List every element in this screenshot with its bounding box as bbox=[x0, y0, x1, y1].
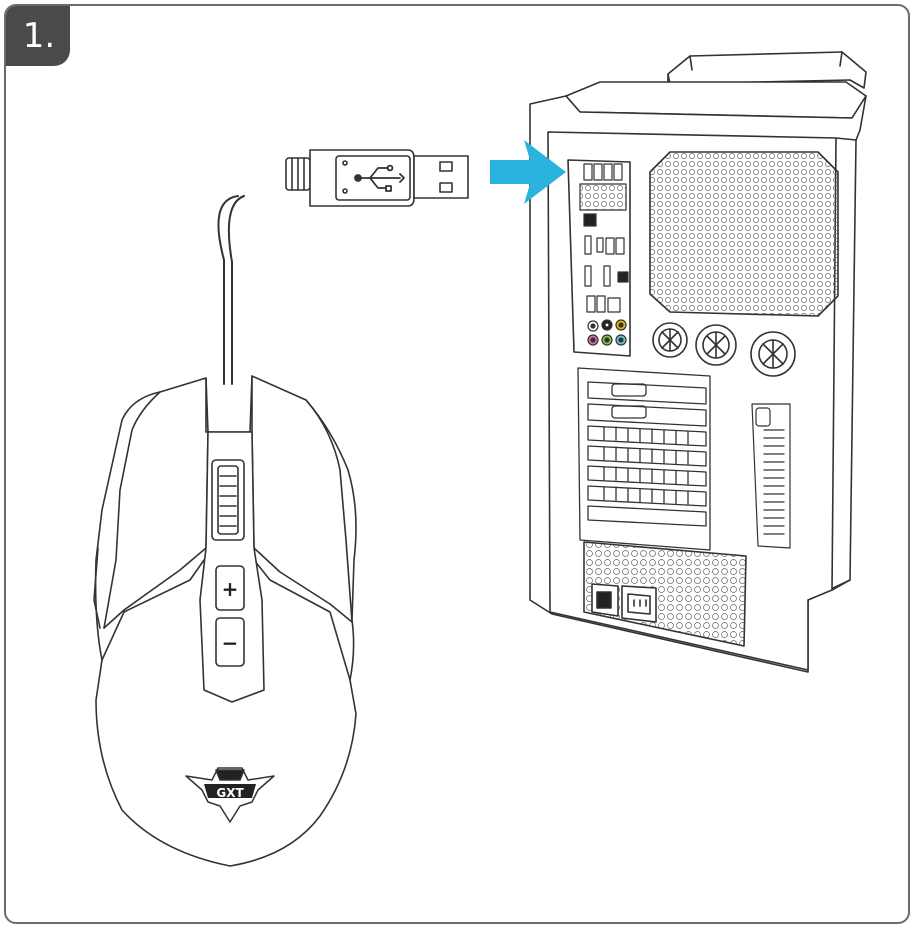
dpi-down-button bbox=[215, 617, 245, 667]
step-number-badge: 1. bbox=[6, 6, 70, 66]
brand-logo-text: GXT bbox=[216, 786, 244, 800]
fan-vents bbox=[652, 322, 796, 377]
usb-symbol-icon bbox=[354, 164, 405, 192]
dpi-minus-label: − bbox=[222, 631, 239, 655]
dpi-up-button bbox=[215, 565, 245, 611]
gaming-mouse bbox=[93, 375, 357, 867]
power-supply bbox=[583, 541, 747, 647]
brand-logo bbox=[185, 767, 275, 823]
side-vent bbox=[751, 403, 791, 549]
usb-plug bbox=[217, 149, 469, 385]
scroll-wheel bbox=[211, 459, 245, 541]
insert-direction-arrow bbox=[490, 140, 566, 204]
expansion-slots bbox=[577, 367, 711, 551]
dpi-plus-label: + bbox=[222, 577, 239, 601]
pc-tower bbox=[529, 51, 867, 673]
fan-grille bbox=[649, 151, 839, 317]
illustration-frame: 1. bbox=[4, 4, 910, 924]
